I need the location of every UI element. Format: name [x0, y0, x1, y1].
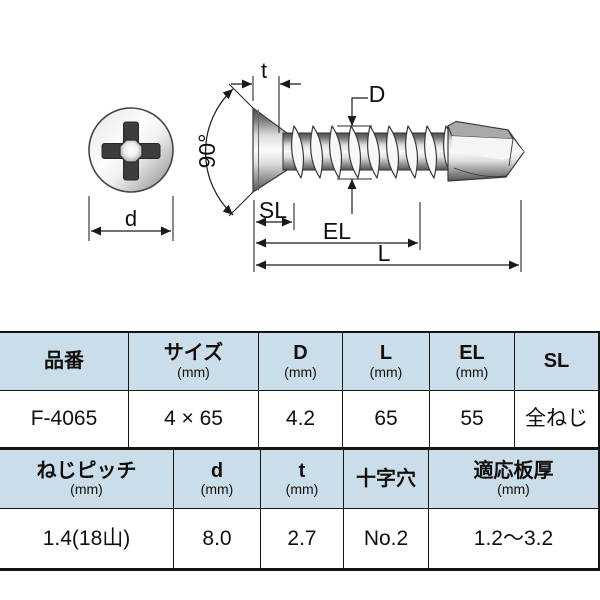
- value-cell-EL: 55: [430, 391, 515, 447]
- header-cell-EL: EL (mm): [430, 333, 515, 390]
- header-cell-part-number: 品番: [0, 333, 129, 390]
- dimension-t: t: [231, 58, 301, 133]
- header-cell-d: d (mm): [174, 450, 261, 508]
- value-cell-cross-recess: No.2: [344, 509, 429, 568]
- header-cell-size: サイズ (mm): [129, 333, 259, 390]
- header-cell-D: D (mm): [259, 333, 343, 390]
- spec-table: 品番 サイズ (mm) D (mm) L (mm) EL (mm) SL: [0, 331, 600, 571]
- label-90deg: 90°: [194, 134, 220, 169]
- label-SL: SL: [259, 197, 287, 223]
- value-cell-plate-thickness: 1.2～3.2: [473, 526, 554, 550]
- spec-header-row-top: 品番 サイズ (mm) D (mm) L (mm) EL (mm) SL: [0, 333, 598, 391]
- spec-value-row-top: F-4065 4 × 65 4.2 65 55 全ねじ: [0, 391, 598, 450]
- screw-side-view: [252, 106, 525, 194]
- value-cell-part-number: F-4065: [0, 391, 129, 447]
- value-cell-SL: 全ねじ: [525, 407, 588, 431]
- header-cell-SL: SL: [543, 350, 570, 373]
- label-t: t: [261, 58, 267, 83]
- spec-value-row-bottom: 1.4(18山) 8.0 2.7 No.2 1.2～3.2: [0, 509, 598, 571]
- value-cell-D: 4.2: [259, 391, 343, 447]
- value-cell-size: 4 × 65: [129, 391, 259, 447]
- header-cell-thread-pitch: ねじピッチ (mm): [0, 450, 174, 508]
- dimension-D: D: [337, 81, 385, 214]
- header-cell-L: L (mm): [343, 333, 430, 390]
- label-L: L: [378, 240, 391, 266]
- screw-threads: [290, 125, 457, 179]
- dimension-EL: EL: [256, 202, 421, 250]
- screw-technical-drawing: d: [88, 58, 525, 272]
- spec-header-row-bottom: ねじピッチ (mm) d (mm) t (mm) 十字穴 適応板厚 (mm): [0, 450, 598, 509]
- dimension-d: d: [88, 196, 174, 241]
- header-cell-cross-recess: 十字穴: [344, 450, 429, 508]
- value-cell-d: 8.0: [174, 509, 261, 568]
- dimension-SL: SL: [253, 197, 295, 272]
- cross-recess-center: [119, 139, 143, 163]
- label-D: D: [369, 81, 386, 107]
- screw-drill-point: [447, 120, 525, 182]
- value-cell-t: 2.7: [261, 509, 344, 568]
- header-cell-t: t (mm): [261, 450, 344, 508]
- label-d: d: [125, 206, 137, 231]
- dimension-L: L: [256, 200, 522, 272]
- value-cell-thread-pitch: 1.4(18山): [0, 509, 174, 568]
- dimension-90deg: 90°: [194, 83, 254, 217]
- value-cell-L: 65: [343, 391, 430, 447]
- screw-head-front-view: [88, 107, 174, 193]
- header-cell-plate-thickness: 適応板厚 (mm): [473, 459, 554, 498]
- label-EL: EL: [323, 218, 351, 244]
